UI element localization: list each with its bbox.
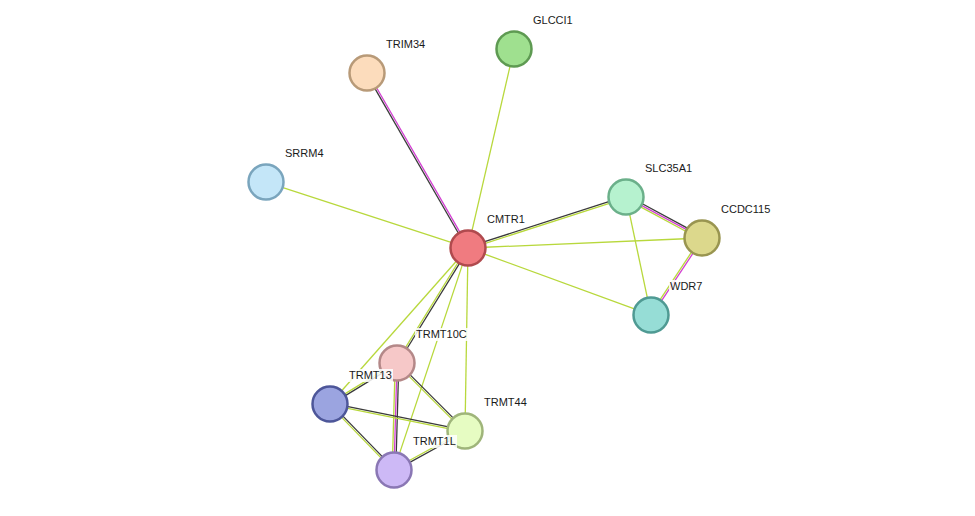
node-label: CCDC115 (720, 203, 771, 216)
edge-stroke (282, 187, 452, 242)
edge-stroke (661, 253, 693, 302)
protein-node: TRIM34 (348, 54, 386, 92)
interaction-edge (472, 66, 510, 232)
interaction-edge (630, 214, 648, 299)
node-label: GLCCI1 (532, 14, 574, 27)
node-label: WDR7 (669, 280, 703, 293)
interaction-edge (484, 201, 610, 243)
node-label: TRIM34 (385, 38, 426, 51)
node-label: TRMT44 (483, 396, 528, 409)
edge-stroke (660, 252, 692, 301)
edge-stroke (641, 205, 687, 230)
interaction-edge (375, 87, 461, 233)
node-label: SLC35A1 (644, 162, 693, 175)
interaction-edge (341, 261, 456, 392)
node-circle (375, 451, 413, 489)
edge-stroke (342, 416, 382, 458)
protein-node: GLCCI1 (495, 30, 533, 68)
edge-stroke (346, 408, 448, 428)
node-circle (495, 30, 533, 68)
edge-stroke (484, 201, 610, 242)
protein-node: CMTR1 (449, 229, 487, 267)
node-label: CMTR1 (486, 213, 526, 226)
edge-stroke (341, 417, 381, 459)
edge-stroke (408, 376, 452, 420)
edge-stroke (642, 203, 688, 228)
node-label: TRMT1L (412, 435, 457, 448)
interaction-edge (341, 416, 383, 459)
node-circle (632, 296, 670, 334)
interaction-edge (346, 406, 448, 428)
edge-stroke (484, 254, 635, 309)
node-circle (683, 219, 721, 257)
protein-node: CCDC115 (683, 219, 721, 257)
edge-stroke (347, 406, 449, 426)
edge-stroke (375, 88, 459, 234)
node-circle (607, 178, 645, 216)
interaction-edge (484, 254, 635, 309)
interaction-edge (282, 187, 452, 242)
node-label: SRRM4 (284, 147, 325, 160)
node-circle (348, 54, 386, 92)
interaction-edge (660, 252, 694, 302)
node-circle (311, 385, 349, 423)
protein-node: TRMT1L (375, 451, 413, 489)
edge-stroke (485, 239, 685, 248)
protein-node: SLC35A1 (607, 178, 645, 216)
node-circle (247, 163, 285, 201)
protein-node: TRMT13 (311, 385, 349, 423)
edge-stroke (341, 261, 456, 392)
edge-stroke (640, 207, 686, 232)
edge-stroke (376, 87, 460, 233)
edge-stroke (630, 214, 648, 299)
interaction-edge (408, 374, 453, 419)
edge-stroke (472, 66, 510, 232)
edge-stroke (410, 374, 454, 418)
edge-stroke (484, 203, 610, 244)
interaction-edge (485, 239, 685, 248)
node-label: TRMT13 (348, 369, 393, 382)
node-label: TRMT10C (415, 328, 468, 341)
protein-node: WDR7 (632, 296, 670, 334)
protein-node: SRRM4 (247, 163, 285, 201)
interaction-edge (640, 203, 688, 231)
node-circle (449, 229, 487, 267)
